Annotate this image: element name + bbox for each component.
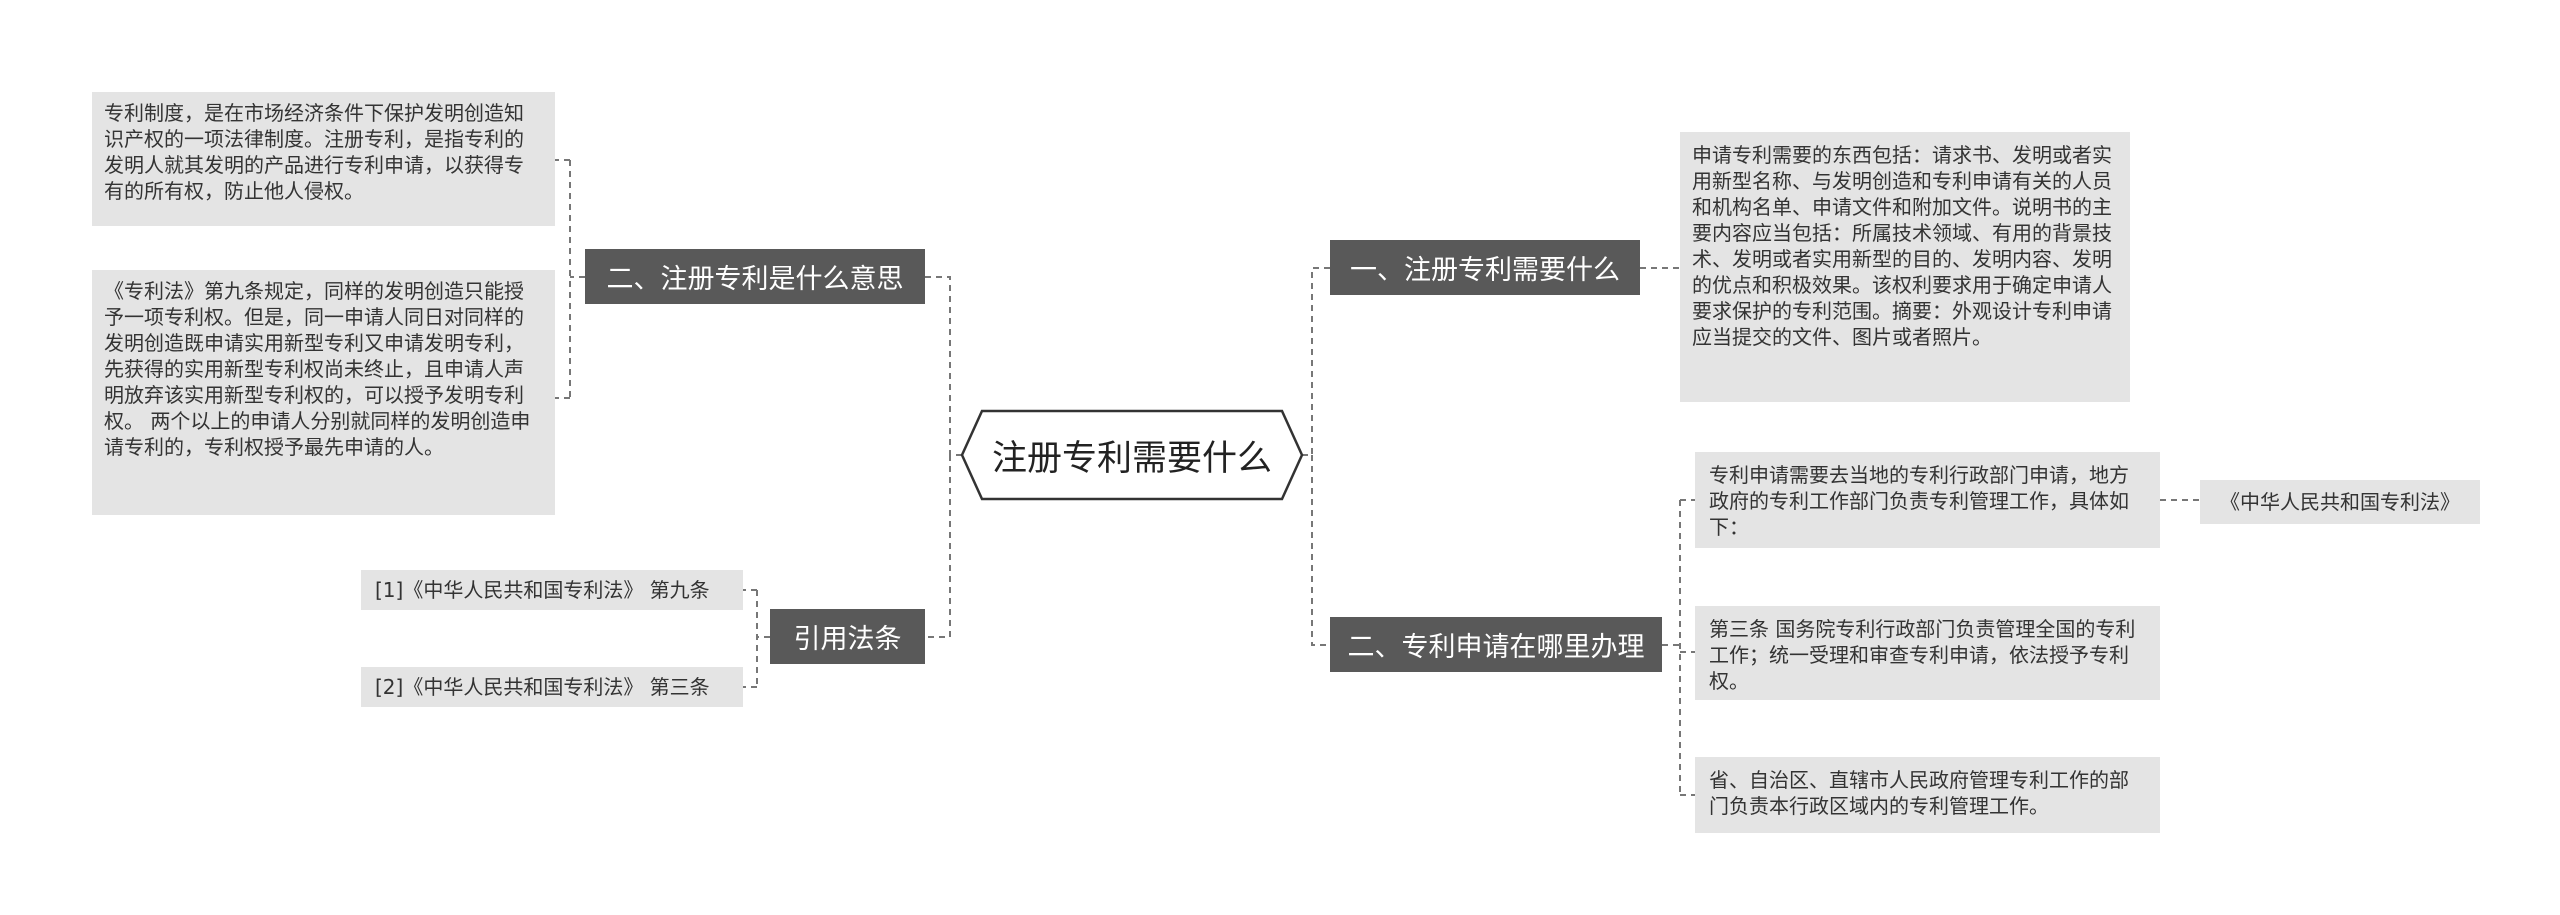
branch-where[interactable]: 二、专利申请在哪里办理 — [1330, 617, 1662, 672]
root-node[interactable]: 注册专利需要什么 — [991, 438, 1272, 479]
law-reference: 《中华人民共和国专利法》 — [2200, 480, 2480, 524]
citation-item-2: [2]《中华人民共和国专利法》 第三条 — [361, 667, 743, 707]
branch-citations[interactable]: 引用法条 — [770, 609, 925, 664]
note-meaning-article-nine: 《专利法》第九条规定，同样的发明创造只能授予一项专利权。但是，同一申请人同日对同… — [92, 270, 555, 515]
root-node-frame — [960, 409, 1304, 501]
citation-item-1: [1]《中华人民共和国专利法》 第九条 — [361, 570, 743, 610]
branch-requirements[interactable]: 一、注册专利需要什么 — [1330, 240, 1640, 295]
note-meaning-definition: 专利制度，是在市场经济条件下保护发明创造知识产权的一项法律制度。注册专利，是指专… — [92, 92, 555, 226]
note-where-local-office: 专利申请需要去当地的专利行政部门申请，地方政府的专利工作部门负责专利管理工作，具… — [1695, 452, 2160, 548]
note-where-provincial: 省、自治区、直辖市人民政府管理专利工作的部门负责本行政区域内的专利管理工作。 — [1695, 757, 2160, 833]
note-requirements: 申请专利需要的东西包括：请求书、发明或者实用新型名称、与发明创造和专利申请有关的… — [1680, 132, 2130, 402]
branch-meaning[interactable]: 二、注册专利是什么意思 — [585, 249, 925, 304]
note-where-article-three: 第三条 国务院专利行政部门负责管理全国的专利工作；统一受理和审查专利申请，依法授… — [1695, 606, 2160, 700]
